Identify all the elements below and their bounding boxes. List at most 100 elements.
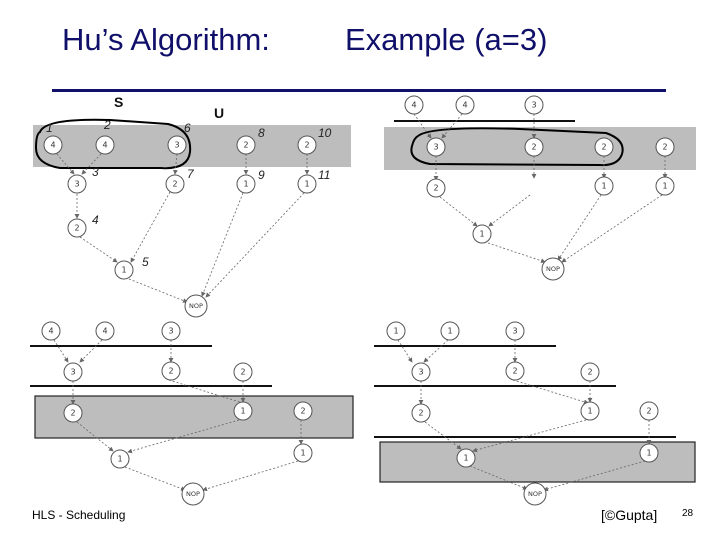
edge — [472, 419, 587, 453]
edge — [561, 194, 663, 263]
graph-node: 1 — [236, 174, 256, 194]
graph-node: 2 — [297, 135, 317, 155]
graph-node: 3 — [161, 321, 181, 341]
graph-node: 1 — [386, 321, 406, 341]
svg-text:2: 2 — [531, 143, 536, 152]
graph-node: 1 — [293, 443, 313, 463]
edge — [79, 339, 103, 363]
nop-node: NOP — [523, 482, 547, 506]
svg-text:1: 1 — [121, 266, 126, 275]
edge — [201, 192, 244, 297]
slide-title-left: Hu’s Algorithm: — [62, 22, 270, 57]
graph-node: 4 — [95, 321, 115, 341]
set-u-label: U — [214, 105, 224, 121]
edge — [441, 113, 463, 139]
graph-node: 1 — [114, 260, 134, 280]
edge — [127, 419, 240, 454]
edge — [487, 242, 546, 264]
graph-node: 1 — [594, 176, 614, 196]
edge — [202, 460, 299, 492]
svg-text:2: 2 — [70, 409, 75, 418]
nop-node: NOP — [541, 257, 565, 281]
nop-node: NOP — [184, 294, 208, 318]
svg-text:4: 4 — [411, 101, 416, 110]
node-index: 2 — [103, 118, 111, 132]
svg-text:NOP: NOP — [546, 265, 560, 273]
svg-text:3: 3 — [70, 368, 75, 377]
node-index: 7 — [187, 167, 195, 181]
svg-text:3: 3 — [418, 368, 423, 377]
graph-node: 4 — [404, 95, 424, 115]
set-s-outline — [34, 118, 192, 170]
graph-node: 3 — [67, 174, 87, 194]
svg-text:1: 1 — [463, 454, 468, 463]
edge — [423, 339, 449, 363]
panel-1: S U 4 4 3 2 2 3 2 1 1 2 1 NOP 1 2 6 8 10… — [33, 94, 351, 318]
edge — [543, 460, 646, 492]
svg-text:2: 2 — [240, 368, 245, 377]
graph-node: 2 — [524, 137, 544, 157]
edge — [512, 379, 589, 405]
graph-node: 3 — [426, 137, 446, 157]
svg-text:1: 1 — [662, 182, 667, 191]
node-index: 4 — [92, 213, 99, 227]
svg-text:1: 1 — [447, 327, 452, 336]
svg-text:1: 1 — [393, 327, 398, 336]
node-index: 11 — [318, 168, 330, 182]
graph-node: 2 — [67, 218, 87, 238]
svg-text:1: 1 — [300, 449, 305, 458]
graph-node: 2 — [426, 178, 446, 198]
svg-text:4: 4 — [102, 327, 107, 336]
graph-node: 2 — [594, 137, 614, 157]
svg-text:NOP: NOP — [528, 490, 542, 498]
graph-node: 4 — [455, 95, 475, 115]
edge — [397, 339, 413, 363]
selection-outline — [410, 127, 624, 167]
graph-node: 3 — [167, 135, 187, 155]
svg-text:1: 1 — [117, 455, 122, 464]
svg-text:2: 2 — [304, 141, 309, 150]
graph-node: 4 — [41, 321, 61, 341]
graph-node: 3 — [63, 362, 83, 382]
edge — [168, 379, 247, 406]
panel-2: 4 4 3 3 2 2 2 2 1 1 1 NOP — [384, 95, 696, 281]
svg-text:3: 3 — [174, 141, 179, 150]
node-index: 1 — [46, 121, 53, 135]
graph-node: 1 — [472, 224, 492, 244]
svg-text:4: 4 — [102, 141, 107, 150]
graph-node: 2 — [165, 174, 185, 194]
graph-node: 1 — [440, 321, 460, 341]
edge — [557, 194, 602, 261]
edge — [424, 421, 462, 450]
svg-text:2: 2 — [300, 407, 305, 416]
graph-node: 2 — [505, 361, 525, 381]
graph-node: 1 — [639, 443, 659, 463]
title-underline — [52, 89, 666, 92]
svg-text:NOP: NOP — [186, 490, 200, 498]
graph-node: 2 — [233, 362, 253, 382]
svg-text:4: 4 — [48, 327, 53, 336]
svg-text:3: 3 — [433, 143, 438, 152]
svg-text:2: 2 — [587, 368, 592, 377]
graph-node: 3 — [524, 95, 544, 115]
panel-3: 4 4 3 3 2 2 2 1 2 1 1 NOP — [30, 321, 354, 506]
graph-node: 2 — [411, 403, 431, 423]
svg-text:2: 2 — [168, 367, 173, 376]
svg-text:4: 4 — [462, 101, 467, 110]
graph-node: 2 — [293, 401, 313, 421]
svg-text:1: 1 — [304, 180, 309, 189]
svg-text:3: 3 — [512, 327, 517, 336]
svg-text:3: 3 — [74, 180, 79, 189]
node-index: 6 — [184, 121, 191, 135]
svg-text:2: 2 — [662, 143, 667, 152]
footer-course-label: HLS - Scheduling — [32, 508, 126, 522]
svg-text:2: 2 — [172, 180, 177, 189]
graph-node: 2 — [639, 401, 659, 421]
svg-text:2: 2 — [646, 407, 651, 416]
svg-text:4: 4 — [50, 141, 55, 150]
svg-text:1: 1 — [240, 407, 245, 416]
graph-node: 1 — [297, 174, 317, 194]
graph-node: 4 — [95, 135, 115, 155]
edge — [128, 278, 188, 303]
svg-text:2: 2 — [418, 409, 423, 418]
